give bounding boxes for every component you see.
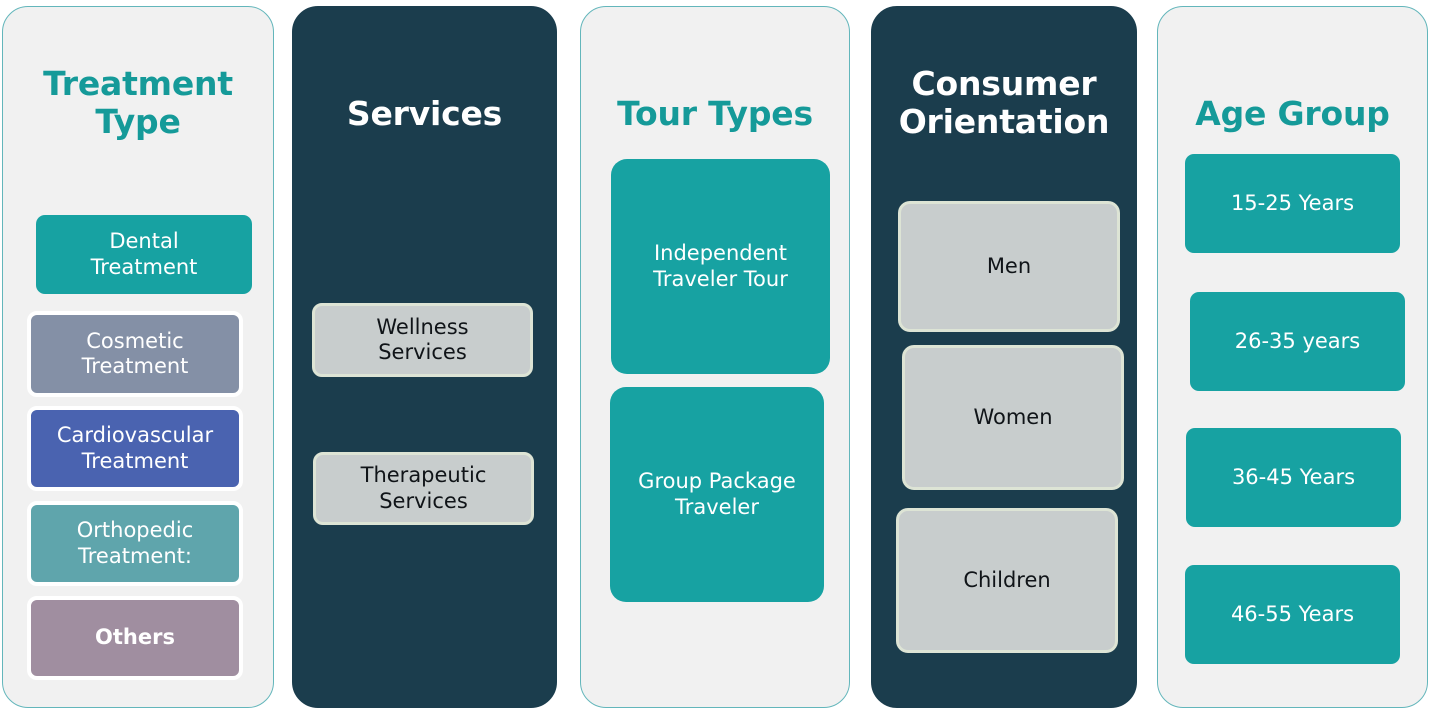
panel-title-age-group: Age Group: [1195, 94, 1390, 133]
item-age-15-25[interactable]: 15-25 Years: [1185, 154, 1400, 253]
item-age-26-35[interactable]: 26-35 years: [1190, 292, 1405, 391]
item-women[interactable]: Women: [902, 345, 1124, 490]
item-age-36-45[interactable]: 36-45 Years: [1186, 428, 1401, 527]
item-wellness-services[interactable]: Wellness Services: [312, 303, 533, 377]
item-cosmetic-treatment[interactable]: Cosmetic Treatment: [27, 311, 243, 397]
item-children[interactable]: Children: [896, 508, 1118, 653]
panel-title-consumer-orientation: Consumer Orientation: [898, 64, 1110, 141]
item-dental-treatment[interactable]: Dental Treatment: [36, 215, 252, 294]
item-cardiovascular-treatment[interactable]: Cardiovascular Treatment: [27, 406, 243, 491]
panel-title-services: Services: [346, 94, 503, 133]
item-age-46-55[interactable]: 46-55 Years: [1185, 565, 1400, 664]
item-independent-traveler-tour[interactable]: Independent Traveler Tour: [611, 159, 830, 374]
item-men[interactable]: Men: [898, 201, 1120, 332]
panel-title-tour-types: Tour Types: [617, 94, 813, 133]
item-group-package-traveler[interactable]: Group Package Traveler: [610, 387, 824, 602]
item-others[interactable]: Others: [27, 596, 243, 680]
item-therapeutic-services[interactable]: Therapeutic Services: [313, 452, 534, 525]
panel-title-treatment-type: Treatment Type: [43, 64, 233, 141]
item-orthopedic-treatment[interactable]: Orthopedic Treatment:: [27, 501, 243, 586]
